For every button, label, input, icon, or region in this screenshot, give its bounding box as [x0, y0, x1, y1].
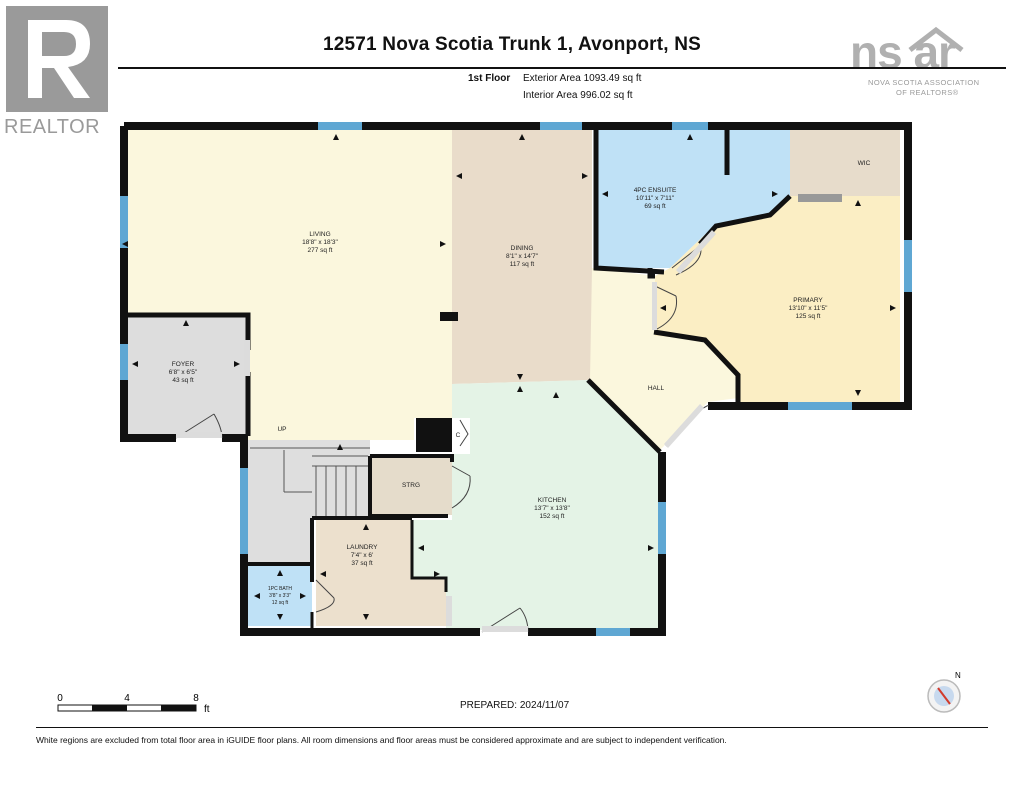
floor-plan: LIVING 18'8" x 18'3" 277 sq ft DINING 8'… — [57, 122, 961, 715]
nsar-logo-text: ns ar — [850, 26, 956, 78]
room-ensuite-area: 69 sq ft — [644, 203, 666, 210]
nsar-house-icon — [906, 26, 966, 57]
room-dining-name: DINING — [511, 245, 534, 252]
room-bath-area: 12 sq ft — [272, 600, 289, 606]
window-kitchen-right — [658, 502, 666, 554]
room-strg — [370, 455, 452, 515]
realtor-logo-text: REALTOR — [4, 116, 101, 138]
room-foyer — [128, 315, 248, 435]
room-kitchen — [412, 380, 660, 630]
prepared-date: PREPARED: 2024/11/07 — [460, 700, 570, 711]
room-laundry — [316, 520, 446, 626]
room-ensuite — [598, 130, 790, 268]
room-kitchen-area: 152 sq ft — [540, 513, 565, 520]
room-bath-dims: 3'8" x 3'3" — [269, 593, 291, 599]
realtor-logo — [6, 6, 108, 112]
room-primary-area: 125 sq ft — [796, 313, 821, 320]
disclaimer-text: White regions are excluded from total fl… — [36, 735, 727, 745]
scale-label-4: 4 — [124, 693, 130, 704]
room-laundry-name: LAUNDRY — [347, 544, 379, 551]
window-primary-bottom — [788, 402, 852, 410]
room-wic — [790, 130, 900, 196]
exterior-area: Exterior Area 1093.49 sq ft — [523, 73, 642, 84]
room-living-dims: 18'8" x 18'3" — [302, 239, 338, 246]
scale-unit: ft — [204, 704, 210, 715]
room-wic-name: WIC — [858, 160, 871, 167]
room-dining-dims: 8'1" x 14'7" — [506, 253, 539, 260]
room-ensuite-name: 4PC ENSUITE — [634, 187, 677, 194]
stairs-up-label: UP — [277, 426, 286, 433]
window-foyer-left — [120, 344, 128, 380]
door-primary — [654, 285, 678, 331]
room-kitchen-dims: 13'7" x 13'8" — [534, 505, 570, 512]
room-primary-dims: 13'10" x 11'5" — [789, 305, 828, 312]
footer-divider — [36, 727, 988, 728]
floor-label: 1st Floor — [468, 73, 511, 84]
page-title: 12571 Nova Scotia Trunk 1, Avonport, NS — [322, 34, 702, 55]
door-closet — [459, 419, 469, 447]
room-foyer-dims: 6'8" x 6'5" — [169, 369, 198, 376]
room-living-name: LIVING — [309, 231, 330, 238]
windows — [120, 122, 912, 636]
doors — [175, 237, 711, 633]
room-bath-name: 1PC BATH — [268, 586, 292, 592]
room-bath — [248, 566, 312, 626]
room-stairs — [248, 440, 370, 562]
room-dining-area: 117 sq ft — [510, 261, 535, 268]
room-hall — [590, 268, 738, 450]
door-strg — [451, 465, 471, 509]
room-foyer-name: FOYER — [172, 361, 195, 368]
door-laundry — [315, 579, 335, 613]
compass-icon — [927, 679, 961, 713]
room-laundry-dims: 7'4" x 6' — [351, 552, 374, 559]
window-stairs-left — [240, 468, 248, 554]
room-kitchen-name: KITCHEN — [538, 497, 567, 504]
window-kitchen-bottom — [596, 628, 630, 636]
scale-bar — [57, 704, 197, 712]
room-hall-name: HALL — [648, 385, 665, 392]
nsar-logo-subtitle: NOVA SCOTIA ASSOCIATION — [868, 78, 980, 87]
room-ensuite-dims: 10'11" x 7'11" — [636, 195, 675, 202]
scale-label-0: 0 — [57, 693, 63, 704]
window-living-top — [318, 122, 362, 130]
room-primary-name: PRIMARY — [793, 297, 823, 304]
nsar-logo-subtitle-2: OF REALTORS® — [896, 88, 959, 97]
window-ensuite-top — [672, 122, 708, 130]
title-divider — [118, 67, 1006, 69]
window-dining-top — [540, 122, 582, 130]
stair-treads — [250, 447, 370, 518]
interior-area: Interior Area 996.02 sq ft — [523, 90, 633, 101]
room-foyer-area: 43 sq ft — [172, 377, 194, 384]
dimension-arrows — [122, 134, 896, 620]
room-strg-name: STRG — [402, 482, 420, 489]
room-living-area: 277 sq ft — [308, 247, 333, 254]
scale-label-8: 8 — [193, 693, 199, 704]
window-primary-right — [904, 240, 912, 292]
door-panels — [176, 230, 716, 632]
room-laundry-area: 37 sq ft — [351, 560, 373, 567]
compass-north-label: N — [955, 671, 961, 680]
window-living-left — [120, 196, 128, 248]
closet-label: C — [456, 432, 461, 439]
room-dining — [452, 130, 592, 384]
room-living — [128, 130, 452, 440]
